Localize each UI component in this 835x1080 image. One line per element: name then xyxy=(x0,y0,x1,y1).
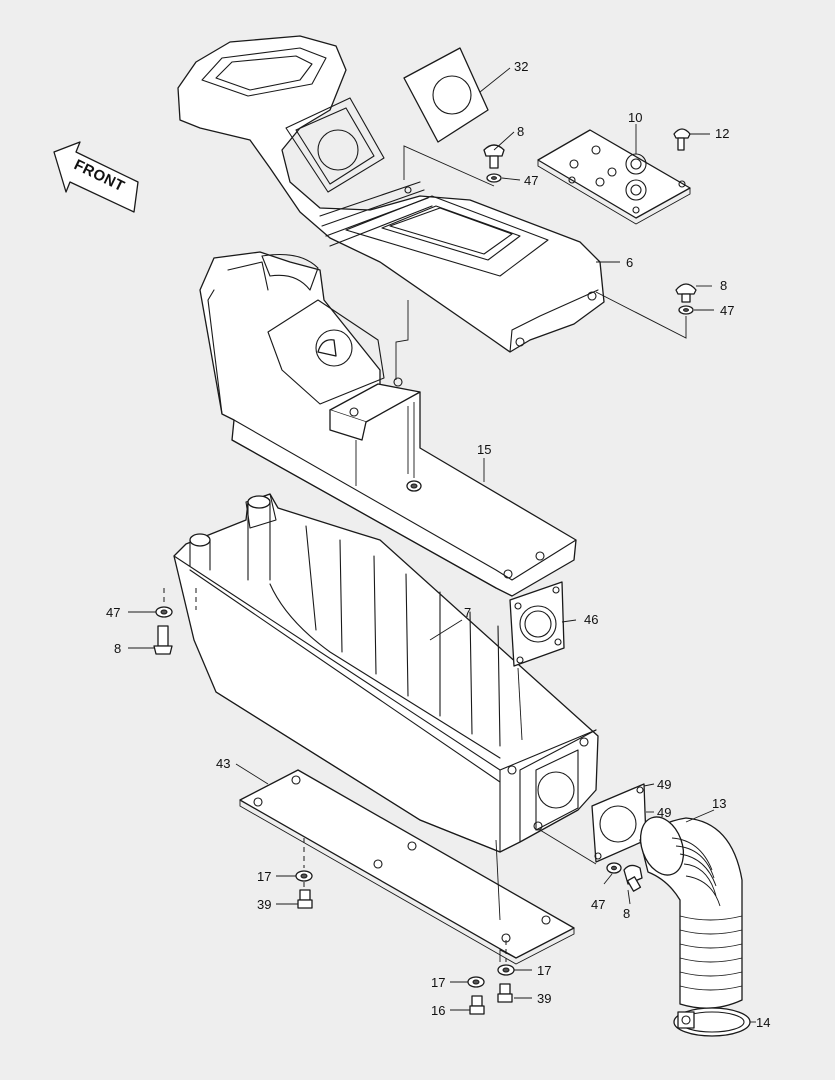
assembly-lines xyxy=(163,145,687,962)
bolt-8-left xyxy=(153,625,173,655)
part-14-clamp xyxy=(673,1007,751,1037)
callout-15: 15 xyxy=(477,442,491,457)
part-49-gasket xyxy=(591,783,647,863)
leader-lines xyxy=(128,67,756,1023)
callout-labels: 32 8 47 10 12 6 8 47 15 47 8 7 46 43 49 … xyxy=(106,59,770,1030)
callout-43: 43 xyxy=(216,756,230,771)
part-15-bracket xyxy=(199,251,577,597)
callout-47-upper: 47 xyxy=(524,173,538,188)
bolt-39-left xyxy=(297,889,313,909)
callout-47-gasket: 47 xyxy=(591,897,605,912)
part-46-flange xyxy=(509,581,565,667)
callout-46: 46 xyxy=(584,612,598,627)
part-6-upper-cover xyxy=(177,35,605,353)
bolt-39-right xyxy=(497,983,513,1003)
callout-16: 16 xyxy=(431,1003,445,1018)
callout-39-left: 39 xyxy=(257,897,271,912)
callout-49-lower: 49 xyxy=(657,805,671,820)
callout-49-upper: 49 xyxy=(657,777,671,792)
part-43-base-plate xyxy=(239,769,575,965)
callout-17-mid: 17 xyxy=(431,975,445,990)
nut-15 xyxy=(406,480,422,492)
part-32-pad xyxy=(403,47,489,143)
bolt-8-gasket xyxy=(623,864,643,892)
callout-13: 13 xyxy=(712,796,726,811)
bolt-8-right xyxy=(675,283,697,303)
front-arrow: FRONT xyxy=(53,141,139,213)
callout-47-left: 47 xyxy=(106,605,120,620)
callout-32: 32 xyxy=(514,59,528,74)
callout-8-right: 8 xyxy=(720,278,727,293)
part-10-plate xyxy=(537,129,691,225)
callout-17-right: 17 xyxy=(537,963,551,978)
callout-10: 10 xyxy=(628,110,642,125)
callout-47-right: 47 xyxy=(720,303,734,318)
callout-39-right: 39 xyxy=(537,991,551,1006)
callout-8-gasket: 8 xyxy=(623,906,630,921)
callout-8-left: 8 xyxy=(114,641,121,656)
callout-17-left: 17 xyxy=(257,869,271,884)
part-7-housing xyxy=(173,493,599,853)
bolt-16 xyxy=(469,995,485,1015)
callout-7: 7 xyxy=(464,605,471,620)
callout-12: 12 xyxy=(715,126,729,141)
part-13-duct xyxy=(639,816,743,1009)
callout-8-upper: 8 xyxy=(517,124,524,139)
callout-6: 6 xyxy=(626,255,633,270)
bolt-12 xyxy=(673,128,691,151)
callout-14: 14 xyxy=(756,1015,770,1030)
bolt-8-upper xyxy=(483,144,505,169)
